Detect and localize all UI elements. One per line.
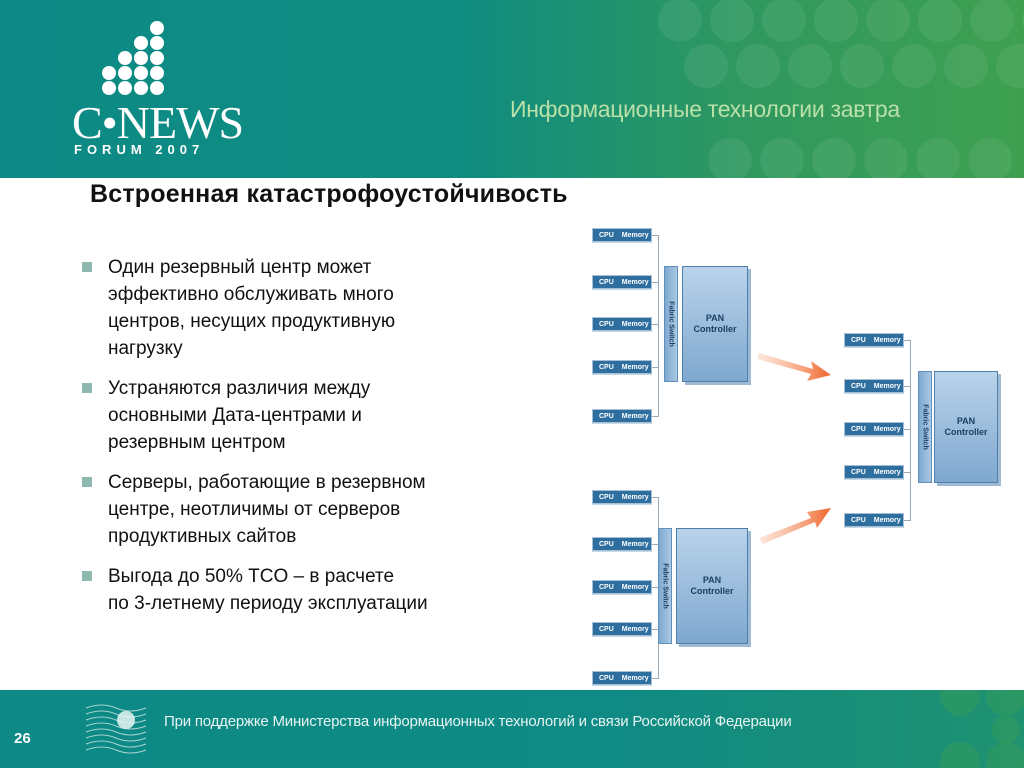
square-bullet-icon (82, 477, 92, 487)
square-bullet-icon (82, 383, 92, 393)
bullet-text: Серверы, работающие в резервном центре, … (108, 472, 426, 547)
bullet-item: Устраняются различия между основными Дат… (82, 375, 552, 456)
header-tagline: Информационные технологии завтра (510, 96, 900, 122)
pan-controller: PAN Controller (682, 266, 748, 382)
cnews-logo-icon (102, 21, 164, 95)
bullet-list: Один резервный центр может эффективно об… (82, 254, 552, 630)
logo-subtitle: FORUM 2007 (74, 142, 205, 157)
footer-sponsor-text: При поддержке Министерства информационны… (164, 713, 792, 730)
pan-controller: PAN Controller (934, 371, 998, 483)
decorative-dots (940, 690, 1024, 768)
fabric-switch: Fabric Switch (918, 371, 932, 483)
bullet-text: Один резервный центр может эффективно об… (108, 257, 396, 359)
bullet-item: Серверы, работающие в резервном центре, … (82, 469, 552, 550)
bullet-text: Выгода до 50% TCO – в расчете по 3-летне… (108, 566, 428, 614)
logo-wordmark: C•NEWS (72, 97, 244, 148)
header-banner: C•NEWS FORUM 2007 Информационные техноло… (0, 0, 1024, 178)
arrow-right-down-icon (757, 353, 831, 381)
arrow-right-up-icon (759, 508, 831, 544)
fabric-switch: Fabric Switch (658, 528, 672, 644)
decorative-dots (658, 0, 1024, 178)
page-number: 26 (14, 730, 31, 747)
square-bullet-icon (82, 262, 92, 272)
fabric-switch: Fabric Switch (664, 266, 678, 382)
slide-title: Встроенная катастрофоустойчивость (90, 180, 568, 208)
bullet-text: Устраняются различия между основными Дат… (108, 378, 371, 453)
bullet-item: Один резервный центр может эффективно об… (82, 254, 552, 362)
bullet-item: Выгода до 50% TCO – в расчете по 3-летне… (82, 563, 552, 617)
footer-bar: 26 При поддержке Министерства информацио… (0, 690, 1024, 768)
pan-controller: PAN Controller (676, 528, 748, 644)
ministry-emblem-icon (85, 704, 147, 754)
square-bullet-icon (82, 571, 92, 581)
